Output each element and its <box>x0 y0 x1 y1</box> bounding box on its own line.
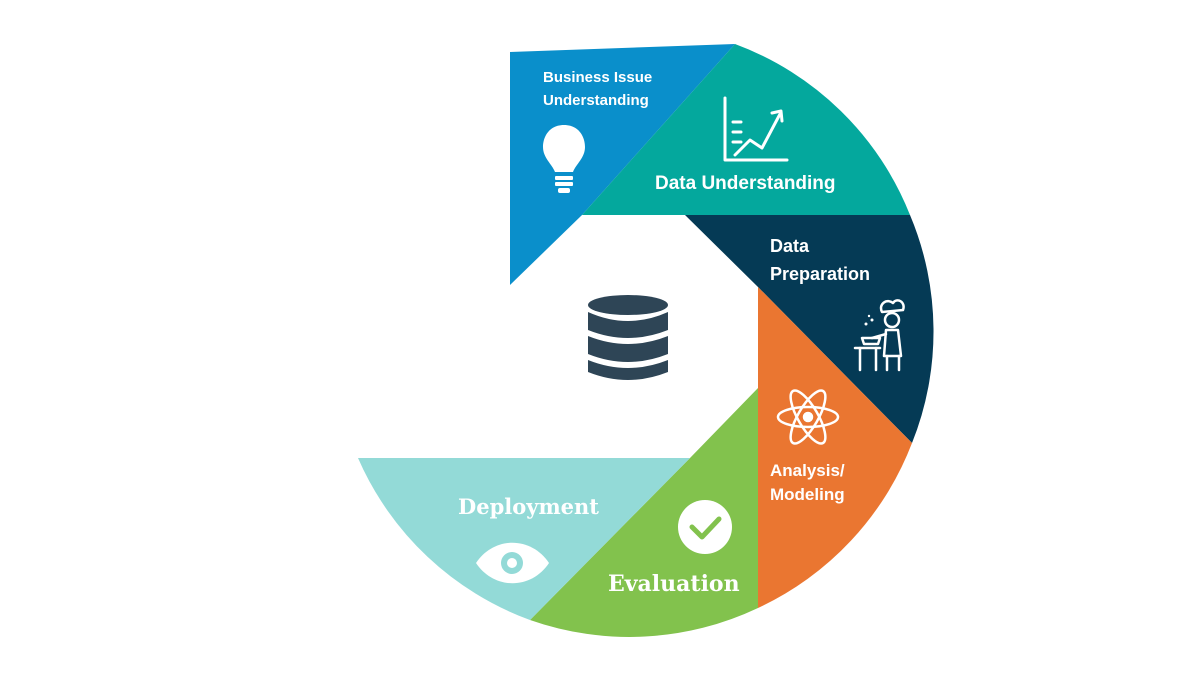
analysis-label-line2: Modeling <box>770 485 845 504</box>
checkmark-icon <box>678 500 732 554</box>
segment-analysis <box>758 287 912 608</box>
line-chart-icon <box>723 96 789 162</box>
segment-evaluation <box>530 388 758 637</box>
data-preparation-label-line1: Data <box>770 236 810 256</box>
analysis-label-line1: Analysis/ <box>770 461 845 480</box>
evaluation-label: Evaluation <box>608 571 740 597</box>
eye-icon <box>476 542 549 584</box>
business-label-line1: Business Issue <box>543 69 652 86</box>
database-icon <box>588 295 668 380</box>
segment-data-preparation <box>685 215 934 443</box>
data-preparation-label-line2: Preparation <box>770 264 870 284</box>
business-label-line2: Understanding <box>543 92 649 109</box>
lightbulb-icon <box>543 125 585 193</box>
sparkle-dots <box>864 314 874 326</box>
segment-business <box>510 44 735 285</box>
atom-icon <box>776 389 840 445</box>
chef-icon <box>853 299 905 372</box>
deployment-label: Deployment <box>458 494 599 519</box>
data-understanding-label: Data Understanding <box>655 173 836 194</box>
segment-deployment <box>358 458 690 620</box>
segment-data-understanding <box>582 44 910 215</box>
